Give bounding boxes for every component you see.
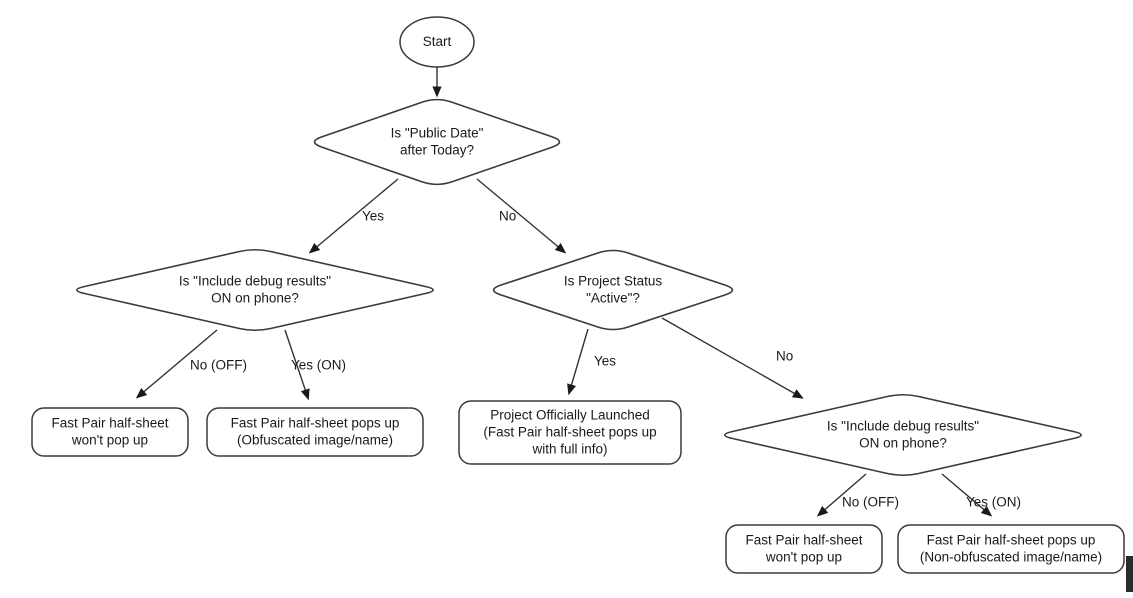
- edge-project-status-no-line: [661, 317, 800, 397]
- edge-public-date-no: [476, 178, 567, 254]
- node-decision-project-status-line-1: "Active"?: [586, 290, 640, 305]
- node-result-launched-line-1: (Fast Pair half-sheet pops up: [483, 424, 656, 439]
- node-decision-debug-right-line-0: Is "Include debug results": [827, 418, 979, 433]
- node-result-right-off-label: Fast Pair half-sheet won't pop up: [745, 532, 862, 564]
- node-decision-debug-right-label: Is "Include debug results" ON on phone?: [827, 418, 979, 450]
- node-result-left-on-line-0: Fast Pair half-sheet pops up: [231, 415, 400, 430]
- edge-debug-left-no-off-arrowhead-icon: [135, 387, 148, 399]
- edges-layer: [135, 67, 993, 517]
- edge-label-debug-right-yes-on: Yes (ON): [966, 495, 1021, 510]
- node-decision-public-date-line-0: Is "Public Date": [391, 125, 484, 140]
- node-start-line-0: Start: [423, 34, 452, 49]
- edge-debug-left-yes-on-arrowhead-icon: [300, 388, 310, 401]
- node-result-right-on-shape: [897, 524, 1125, 574]
- edge-public-date-yes-line: [312, 178, 399, 251]
- node-decision-debug-right[interactable]: Is "Include debug results" ON on phone?: [724, 393, 1082, 477]
- node-decision-debug-left-line-1: ON on phone?: [211, 290, 299, 305]
- node-result-right-on-label: Fast Pair half-sheet pops up (Non-obfusca…: [920, 532, 1102, 564]
- node-result-right-on-line-0: Fast Pair half-sheet pops up: [927, 532, 1096, 547]
- node-decision-debug-right-line-1: ON on phone?: [859, 435, 947, 450]
- node-start[interactable]: Start: [399, 16, 475, 68]
- node-result-launched-line-2: with full info): [531, 441, 607, 456]
- node-result-right-off[interactable]: Fast Pair half-sheet won't pop up: [725, 524, 883, 574]
- edge-project-status-no: [661, 317, 804, 399]
- node-decision-debug-right-shape: [724, 393, 1082, 477]
- node-result-left-on-line-1: (Obfuscated image/name): [237, 432, 393, 447]
- edge-project-status-no-arrowhead-icon: [791, 389, 804, 399]
- edge-project-status-yes-arrowhead-icon: [567, 383, 576, 396]
- node-result-left-off-shape: [31, 407, 189, 457]
- edge-label-project-status-no: No: [776, 349, 793, 364]
- nodes-layer: Start Is "Public Date" after Today? Is "Inc…: [31, 16, 1125, 574]
- edge-project-status-yes-line: [569, 328, 589, 391]
- edge-debug-left-no-off-line: [139, 329, 218, 396]
- edge-debug-right-yes-on-line: [941, 473, 989, 514]
- node-decision-public-date-line-1: after Today?: [400, 142, 474, 157]
- edge-debug-right-no-off: [816, 473, 867, 517]
- edge-start-to-public-date: [432, 67, 442, 98]
- edge-label-debug-right-no-off: No (OFF): [842, 495, 899, 510]
- node-decision-debug-left-shape: [76, 248, 434, 332]
- node-decision-project-status-shape: [492, 249, 734, 331]
- node-result-left-on[interactable]: Fast Pair half-sheet pops up (Obfuscated …: [206, 407, 424, 457]
- node-result-left-off[interactable]: Fast Pair half-sheet won't pop up: [31, 407, 189, 457]
- node-result-launched[interactable]: Project Officially Launched (Fast Pair ha…: [458, 400, 682, 465]
- node-decision-public-date-label: Is "Public Date" after Today?: [391, 125, 484, 157]
- node-result-launched-shape: [458, 400, 682, 465]
- node-result-launched-label: Project Officially Launched (Fast Pair ha…: [483, 407, 656, 456]
- node-decision-project-status-line-0: Is Project Status: [564, 273, 663, 288]
- node-result-right-off-shape: [725, 524, 883, 574]
- edge-label-public-date-no: No: [499, 209, 516, 224]
- edge-debug-right-yes-on: [941, 473, 993, 517]
- node-result-left-off-line-1: won't pop up: [71, 432, 148, 447]
- node-start-label: Start: [423, 34, 452, 49]
- node-result-left-on-label: Fast Pair half-sheet pops up (Obfuscated …: [231, 415, 400, 447]
- node-decision-public-date[interactable]: Is "Public Date" after Today?: [313, 98, 561, 186]
- edge-label-public-date-yes: Yes: [362, 209, 384, 224]
- edge-debug-right-yes-on-arrowhead-icon: [980, 505, 993, 517]
- edge-public-date-no-arrowhead-icon: [554, 242, 567, 254]
- node-decision-debug-left-label: Is "Include debug results" ON on phone?: [179, 273, 331, 305]
- node-decision-public-date-shape: [313, 98, 561, 186]
- node-result-left-off-line-0: Fast Pair half-sheet: [51, 415, 168, 430]
- node-decision-project-status[interactable]: Is Project Status "Active"?: [492, 249, 734, 331]
- edge-label-project-status-yes: Yes: [594, 354, 616, 369]
- edge-debug-right-no-off-arrowhead-icon: [816, 505, 829, 517]
- node-decision-debug-left[interactable]: Is "Include debug results" ON on phone?: [76, 248, 434, 332]
- edge-label-debug-left-no-off: No (OFF): [190, 358, 247, 373]
- node-result-right-off-line-0: Fast Pair half-sheet: [745, 532, 862, 547]
- edge-project-status-yes: [567, 328, 589, 396]
- node-result-right-off-line-1: won't pop up: [765, 549, 842, 564]
- node-result-right-on-line-1: (Non-obfuscated image/name): [920, 549, 1102, 564]
- edge-start-to-public-date-arrowhead-icon: [432, 86, 442, 98]
- node-start-shape: [399, 16, 475, 68]
- node-result-left-off-label: Fast Pair half-sheet won't pop up: [51, 415, 168, 447]
- edge-public-date-yes-arrowhead-icon: [308, 242, 321, 254]
- edge-debug-left-yes-on: [284, 329, 310, 401]
- edge-debug-right-no-off-line: [820, 473, 867, 514]
- node-result-launched-line-0: Project Officially Launched: [490, 407, 650, 422]
- node-decision-project-status-label: Is Project Status "Active"?: [564, 273, 663, 305]
- node-result-right-on[interactable]: Fast Pair half-sheet pops up (Non-obfusca…: [897, 524, 1125, 574]
- edge-public-date-no-line: [476, 178, 563, 251]
- edge-debug-left-no-off: [135, 329, 218, 399]
- edge-public-date-yes: [308, 178, 399, 254]
- node-decision-debug-left-line-0: Is "Include debug results": [179, 273, 331, 288]
- edge-label-debug-left-yes-on: Yes (ON): [291, 358, 346, 373]
- node-result-left-on-shape: [206, 407, 424, 457]
- crop-artifact: [1126, 556, 1133, 592]
- edge-debug-left-yes-on-line: [284, 329, 308, 396]
